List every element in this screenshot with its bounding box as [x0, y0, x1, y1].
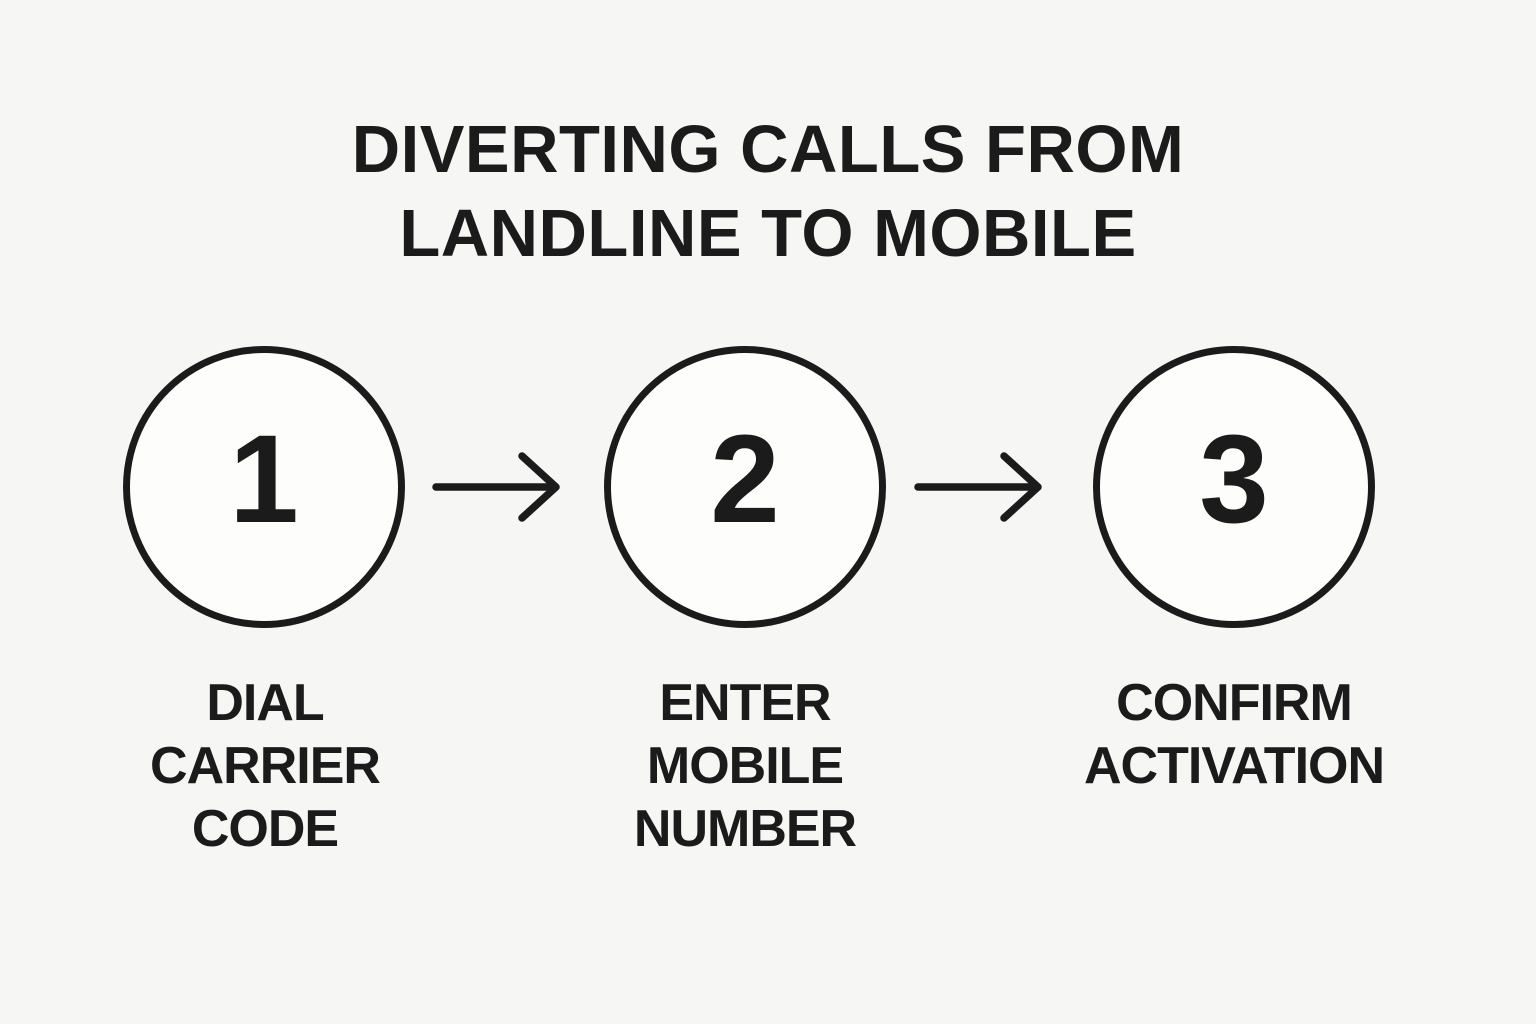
step-2-label-line-2: MOBILE — [646, 737, 844, 795]
step-3-number: 3 — [1199, 409, 1269, 549]
step-1-label-line-3: CODE — [191, 800, 339, 858]
step-3-circle: 3 — [1093, 346, 1375, 628]
step-2-number: 2 — [710, 409, 780, 549]
step-1-number: 1 — [229, 409, 299, 549]
step-2-label-line-3: NUMBER — [633, 800, 857, 858]
step-1-label-line-1: DIAL — [206, 674, 324, 732]
step-3-label: CONFIRM ACTIVATION — [1004, 672, 1464, 798]
page-title: DIVERTING CALLS FROM LANDLINE TO MOBILE — [0, 108, 1536, 276]
step-3-label-line-2: ACTIVATION — [1083, 737, 1385, 795]
step-1-label-line-2: CARRIER — [150, 737, 381, 795]
step-2-circle: 2 — [604, 346, 886, 628]
step-1-circle: 1 — [123, 346, 405, 628]
arrow-right-icon — [432, 452, 560, 522]
step-2-label: ENTER MOBILE NUMBER — [515, 672, 975, 861]
page-title-line-2: LANDLINE TO MOBILE — [399, 196, 1137, 271]
arrow-right-icon — [914, 452, 1042, 522]
step-1-label: DIAL CARRIER CODE — [35, 672, 495, 861]
step-3-label-line-1: CONFIRM — [1116, 674, 1353, 732]
page-title-line-1: DIVERTING CALLS FROM — [351, 112, 1185, 187]
step-2-label-line-1: ENTER — [659, 674, 831, 732]
